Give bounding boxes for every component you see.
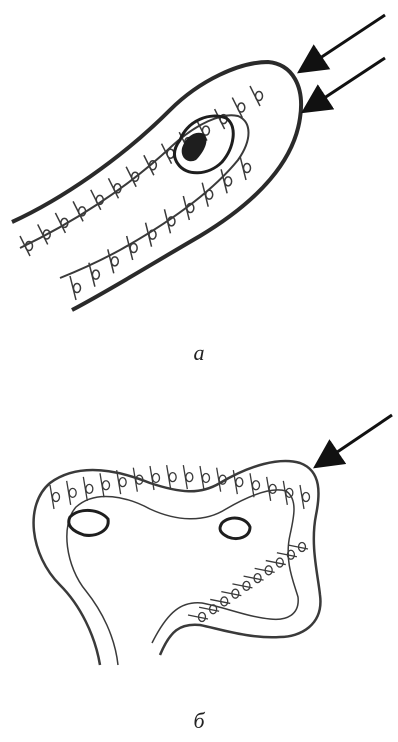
fold-b-nucleus xyxy=(236,478,243,487)
fold-a-nucleus xyxy=(225,177,232,186)
fold-b-nucleus xyxy=(253,481,260,490)
fold-b-lumen-2 xyxy=(220,518,250,538)
fold-a-nucleus xyxy=(111,257,118,266)
fold-a-nucleus xyxy=(130,244,137,253)
fold-a-nucleus xyxy=(74,284,81,293)
arrow-a-2 xyxy=(306,58,385,110)
fold-b-nucleus xyxy=(169,473,176,482)
panel-b-svg xyxy=(0,375,398,695)
fold-b-nucleus xyxy=(86,484,93,493)
fold-b-nucleus xyxy=(103,481,110,490)
panel-b-drawing xyxy=(0,375,398,695)
fold-a-nucleus xyxy=(92,270,99,279)
fold-a-nucleus xyxy=(206,190,213,199)
fold-b-nucleus xyxy=(153,473,160,482)
fold-b-lumen-1 xyxy=(69,510,108,535)
arrow-b-1 xyxy=(318,415,392,465)
panel-b-label: б xyxy=(0,708,398,734)
fold-b-nucleus xyxy=(203,473,210,482)
fold-a-nucleus xyxy=(256,92,263,101)
fold-b-nucleus xyxy=(119,478,126,487)
fold-b-nucleus xyxy=(186,473,193,482)
fold-b-nucleus xyxy=(303,493,310,502)
fold-b-nucleus xyxy=(53,493,60,502)
fold-a-lumen-dark xyxy=(182,133,207,161)
fold-a-nucleus xyxy=(244,164,251,173)
arrow-a-1 xyxy=(302,15,385,70)
fold-b-nucleus xyxy=(69,488,76,497)
fold-a-nucleus xyxy=(238,103,245,112)
fold-a-inner-contour xyxy=(20,115,249,278)
fold-b-inner-contour xyxy=(67,490,298,665)
fold-b-nucleus xyxy=(269,484,276,493)
panel-a-label: а xyxy=(0,340,398,366)
fold-b-cells xyxy=(50,465,310,621)
panel-a-drawing xyxy=(0,0,398,330)
panel-a-svg xyxy=(0,0,398,330)
fold-a-outer-contour xyxy=(12,62,301,310)
